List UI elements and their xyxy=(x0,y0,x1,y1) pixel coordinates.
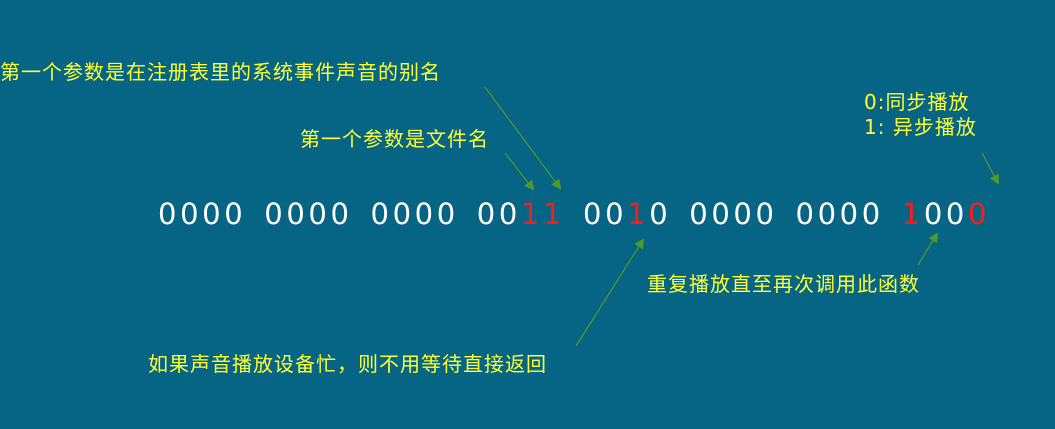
bit: 0 xyxy=(392,197,415,231)
bit: 0 xyxy=(264,197,287,231)
arrow-file-name-icon xyxy=(504,152,535,191)
annotation-sync-async-legend: 0:同步播放 1: 异步播放 xyxy=(864,90,977,140)
bit-highlighted: 0 xyxy=(967,197,990,231)
bit: 0 xyxy=(795,197,818,231)
bit: 0 xyxy=(923,197,946,231)
bit: 0 xyxy=(605,197,628,231)
bit: 0 xyxy=(370,197,393,231)
bit-highlighted: 1 xyxy=(542,197,565,231)
arrow-device-busy-icon xyxy=(575,238,645,347)
bit: 0 xyxy=(202,197,225,231)
bit: 0 xyxy=(711,197,734,231)
bit: 0 xyxy=(286,197,309,231)
bit: 0 xyxy=(308,197,331,231)
bit: 0 xyxy=(755,197,778,231)
annotation-device-busy-no-wait: 如果声音播放设备忙，则不用等待直接返回 xyxy=(148,352,547,376)
bit: 0 xyxy=(817,197,840,231)
bit-group: 0000 xyxy=(264,196,352,232)
bit-group: 0000 xyxy=(689,196,777,232)
legend-async: 1: 异步播放 xyxy=(864,115,977,139)
bit-highlighted: 1 xyxy=(520,197,543,231)
bit-group: 0010 xyxy=(583,196,671,232)
bit: 0 xyxy=(945,197,968,231)
bit-group: 0011 xyxy=(477,196,565,232)
annotation-file-name: 第一个参数是文件名 xyxy=(300,127,489,151)
arrow-system-sound-alias-icon xyxy=(484,86,562,190)
bit: 0 xyxy=(689,197,712,231)
bit: 0 xyxy=(839,197,862,231)
arrow-repeat-icon xyxy=(917,232,939,266)
annotation-repeat-until-called: 重复播放直至再次调用此函数 xyxy=(647,272,920,296)
bit: 0 xyxy=(498,197,521,231)
bit: 0 xyxy=(861,197,884,231)
bit: 0 xyxy=(180,197,203,231)
bit: 0 xyxy=(649,197,672,231)
arrow-sync-async-icon xyxy=(981,152,999,185)
bit-group: 0000 xyxy=(796,196,884,232)
bit: 0 xyxy=(476,197,499,231)
bit-group: 1000 xyxy=(902,196,990,232)
bit: 0 xyxy=(330,197,353,231)
bit: 0 xyxy=(414,197,437,231)
bit: 0 xyxy=(224,197,247,231)
bit: 0 xyxy=(158,197,181,231)
annotation-system-sound-alias: 第一个参数是在注册表里的系统事件声音的别名 xyxy=(0,60,441,84)
bit: 0 xyxy=(436,197,459,231)
bit-group: 0000 xyxy=(158,196,246,232)
bit: 0 xyxy=(583,197,606,231)
bit: 0 xyxy=(733,197,756,231)
legend-sync: 0:同步播放 xyxy=(864,90,970,114)
bit-highlighted: 1 xyxy=(901,197,924,231)
bit-highlighted: 1 xyxy=(627,197,650,231)
bit-group: 0000 xyxy=(371,196,459,232)
